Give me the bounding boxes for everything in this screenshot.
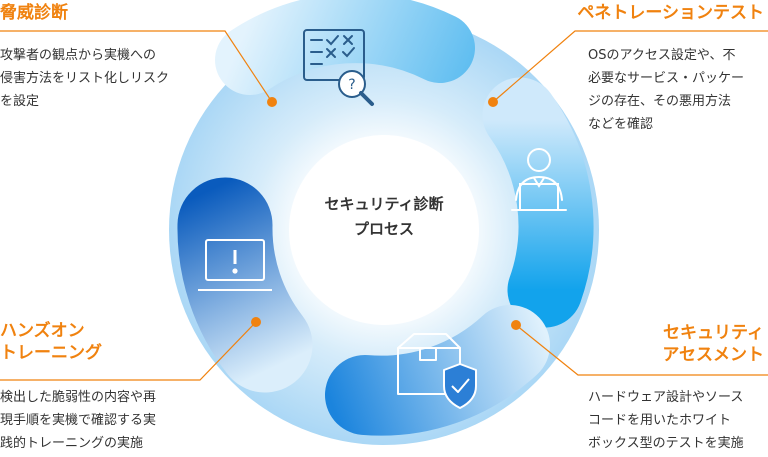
pentest-desc-line: などを確認 — [588, 117, 654, 132]
leader-dot-assessment — [511, 320, 521, 330]
handson-desc-line: 検出した脆弱性の内容や再 — [0, 390, 157, 405]
pentest-desc-line: 必要なサービス・パッケー — [588, 71, 745, 86]
checklist-search-icon: ? — [303, 29, 374, 106]
box-shield-check-icon — [397, 333, 477, 409]
pentest-description: OSのアクセス設定や、不 必要なサービス・パッケー ジの存在、その悪用方法 など… — [588, 44, 766, 136]
handson-title-line: ハンズオン — [0, 321, 85, 341]
svg-text:?: ? — [348, 77, 355, 93]
handson-title: ハンズオン トレーニング — [0, 320, 102, 364]
cycle-ring — [169, 0, 599, 445]
handson-description: 検出した脆弱性の内容や再 現手順を実機で確認する実 践的トレーニングの実施 — [0, 386, 156, 455]
leader-line-assessment — [515, 324, 768, 376]
assessment-desc-line: コードを用いたホワイト — [588, 413, 732, 428]
leader-line-pentest — [492, 30, 768, 103]
pentest-desc-line: OSのアクセス設定や、不 — [588, 48, 736, 63]
threat-desc-line: 侵害方法をリスト化しリスク — [0, 71, 170, 86]
laptop-alert-icon — [198, 239, 272, 291]
handson-desc-line: 現手順を実機で確認する実 — [0, 413, 157, 428]
segment-threat — [215, 0, 475, 95]
assessment-desc-line: ボックス型のテストを実施 — [588, 436, 744, 451]
pentest-desc-line: ジの存在、その悪用方法 — [588, 94, 732, 109]
assessment-description: ハードウェア設計やソース コードを用いたホワイト ボックス型のテストを実施 — [588, 386, 766, 455]
assessment-desc-line: ハードウェア設計やソース — [588, 390, 744, 405]
handson-desc-line: 践的トレーニングの実施 — [0, 436, 144, 451]
threat-description: 攻撃者の観点から実機への 侵害方法をリスト化しリスク を設定 — [0, 44, 169, 113]
leader-line-handson — [0, 321, 257, 381]
pentest-title: ペネトレーションテスト — [577, 3, 764, 23]
center-label: セキュリティ診断 プロセス — [295, 192, 473, 242]
segment-handson — [177, 177, 313, 393]
threat-desc-line: を設定 — [0, 94, 40, 109]
segment-assessment — [325, 305, 550, 436]
leader-dot-handson — [251, 317, 261, 327]
threat-title: 脅威診断 — [0, 3, 68, 23]
person-laptop-icon — [511, 148, 567, 211]
leader-dot-pentest — [488, 97, 498, 107]
center-label-line1: セキュリティ診断 — [324, 195, 444, 213]
leader-dot-threat — [267, 97, 277, 107]
leader-lines — [0, 30, 768, 381]
assessment-title-line: セキュリティ — [663, 323, 764, 343]
handson-title-line: トレーニング — [0, 343, 102, 363]
leader-line-threat — [0, 30, 273, 103]
assessment-title: セキュリティ アセスメント — [662, 322, 764, 366]
assessment-title-line: アセスメント — [662, 345, 764, 365]
center-label-line2: プロセス — [353, 220, 414, 238]
threat-desc-line: 攻撃者の観点から実機への — [0, 48, 157, 63]
segment-pentest — [482, 77, 594, 328]
center-hole — [289, 135, 479, 325]
